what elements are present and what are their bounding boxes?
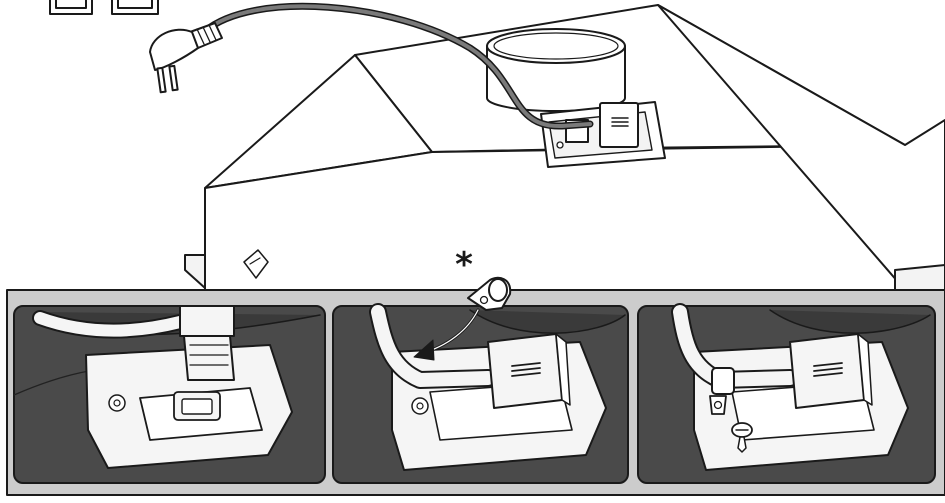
connection-box [540, 101, 666, 168]
reference-boxes [49, 0, 159, 15]
power-cable [201, 2, 594, 130]
power-plug [149, 22, 223, 94]
cable-clamp [467, 276, 512, 311]
detail-panel-2 [332, 303, 629, 484]
asterisk-marker: * [455, 245, 473, 285]
exhaust-collar [486, 28, 626, 112]
detail-panel-3 [637, 303, 936, 484]
detail-panel-1 [13, 305, 326, 484]
